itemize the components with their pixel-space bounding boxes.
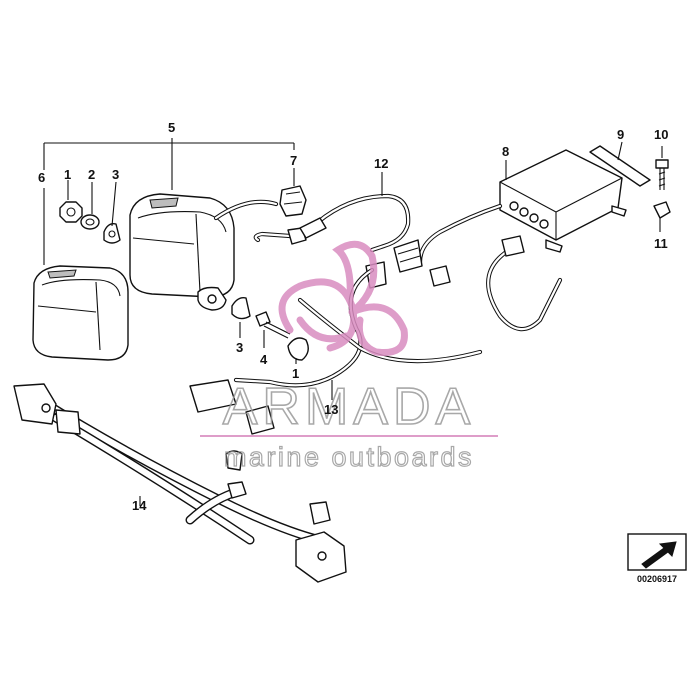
leader-9	[617, 141, 623, 161]
callout-10: 10	[654, 127, 668, 142]
washer-2	[80, 214, 100, 230]
lamp-housing-5	[129, 193, 235, 311]
arrow-icon	[641, 541, 677, 569]
screw-10	[655, 159, 669, 190]
control-unit-8	[499, 149, 627, 253]
watermark-tagline: marine outboards	[224, 442, 474, 472]
callout-bracket-5-6-7	[43, 138, 295, 265]
callout-6: 6	[38, 170, 45, 185]
main-harness-13	[189, 267, 483, 435]
nut-1	[59, 201, 83, 223]
callout-8: 8	[502, 144, 509, 159]
callout-3b: 3	[236, 340, 243, 355]
callout-4: 4	[260, 352, 268, 367]
callout-1b: 1	[292, 366, 299, 381]
bolt-4	[255, 311, 291, 339]
watermark: ARMADA marine outboards	[200, 240, 498, 473]
mounting-bracket-14	[13, 383, 347, 583]
diagram-reference: 00206917	[627, 533, 687, 584]
mounting-strap-9	[589, 145, 651, 187]
callout-13: 13	[324, 402, 338, 417]
callout-9: 9	[617, 127, 624, 142]
callout-3a: 3	[112, 167, 119, 182]
watermark-logo-mark	[278, 240, 408, 357]
cap-1	[287, 337, 309, 361]
diagram-ref-number: 00206917	[637, 574, 677, 584]
clip-nut-11	[653, 201, 671, 219]
callout-5: 5	[168, 120, 175, 135]
callout-12: 12	[374, 156, 388, 171]
bulb-socket-7	[279, 185, 307, 217]
callout-11: 11	[654, 236, 668, 251]
callout-1a: 1	[64, 167, 71, 182]
grommet-3-lower	[231, 296, 251, 320]
grommet-3-top	[103, 222, 121, 244]
callout-2: 2	[88, 167, 95, 182]
wiring-harness-12	[299, 193, 411, 253]
callout-14: 14	[132, 498, 147, 513]
lamp-housing-6	[32, 265, 129, 361]
watermark-brand: ARMADA	[223, 378, 475, 436]
callout-labels: 1 2 3 5 6 7 8 9 10 11 12 3 4 1 13 14	[38, 120, 668, 513]
leader-3a	[111, 181, 117, 227]
lamp-lead-wire	[213, 199, 307, 245]
callout-7: 7	[290, 153, 297, 168]
